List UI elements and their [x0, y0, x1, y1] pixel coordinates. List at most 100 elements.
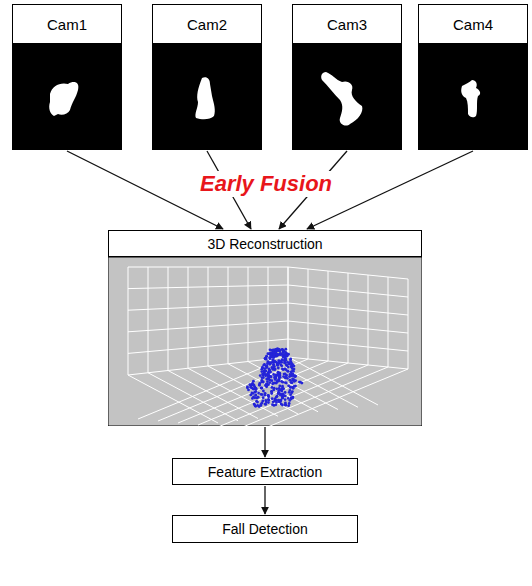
point	[283, 362, 286, 365]
point	[256, 401, 259, 404]
point	[265, 355, 268, 358]
point	[293, 385, 296, 388]
grid-line	[388, 277, 389, 367]
point	[274, 368, 277, 371]
point	[280, 403, 283, 406]
point	[259, 374, 262, 377]
point	[279, 389, 282, 392]
point	[246, 386, 249, 389]
point	[275, 399, 278, 402]
point	[268, 381, 271, 384]
silhouette-image	[12, 44, 122, 150]
point	[282, 394, 285, 397]
point	[249, 386, 252, 389]
point	[269, 348, 272, 351]
point	[287, 366, 290, 369]
point	[290, 396, 293, 399]
grid-line	[288, 285, 408, 297]
grid-line	[188, 267, 189, 368]
point	[298, 381, 301, 384]
camera-view: Cam1	[12, 4, 122, 150]
point	[268, 369, 271, 372]
person-silhouette	[461, 80, 480, 117]
point	[289, 358, 292, 361]
point	[266, 380, 269, 383]
point	[276, 395, 279, 398]
point	[287, 370, 290, 373]
point	[274, 361, 277, 364]
point	[275, 382, 278, 385]
point	[281, 368, 284, 371]
point	[253, 388, 256, 391]
point	[264, 392, 267, 395]
point	[271, 382, 274, 385]
point	[249, 394, 252, 397]
image-ground	[12, 44, 122, 150]
point	[289, 386, 292, 389]
point	[271, 366, 274, 369]
box-label: Cam4	[453, 16, 493, 33]
point	[271, 349, 274, 352]
floor-line	[138, 357, 288, 419]
point	[271, 403, 274, 406]
point	[293, 380, 296, 383]
grid-line	[288, 303, 408, 315]
grid-line	[308, 269, 309, 359]
point	[248, 383, 251, 386]
point	[284, 381, 287, 384]
box-label: Cam1	[47, 16, 87, 33]
box-header: Cam2	[152, 4, 262, 44]
reconstruction-panel: 3D Reconstruction	[108, 230, 422, 426]
point	[292, 364, 295, 367]
floor-line	[128, 375, 218, 423]
process-box: Feature Extraction	[172, 458, 358, 485]
point	[273, 368, 276, 371]
point	[291, 377, 294, 380]
point	[254, 405, 257, 408]
grid-line	[288, 339, 408, 351]
point	[262, 376, 265, 379]
person-silhouette	[321, 72, 362, 126]
point	[274, 349, 277, 352]
point	[276, 354, 279, 357]
point	[262, 373, 265, 376]
point	[273, 353, 276, 356]
point	[280, 359, 283, 362]
image-ground	[292, 44, 402, 150]
point	[287, 404, 290, 407]
grid-line	[128, 303, 288, 310]
floor-line	[158, 359, 308, 421]
silhouette-image	[152, 44, 262, 150]
point	[271, 397, 274, 400]
floor-line	[248, 362, 338, 410]
point	[252, 388, 255, 391]
silhouette-image	[292, 44, 402, 150]
point	[268, 369, 271, 372]
point	[281, 397, 284, 400]
point	[284, 403, 287, 406]
point	[279, 353, 282, 356]
point	[265, 355, 268, 358]
grid-line	[408, 279, 409, 369]
grid-line	[208, 267, 209, 366]
point	[283, 358, 286, 361]
box-header: Feature Extraction	[172, 458, 358, 485]
point	[291, 363, 294, 366]
point	[265, 378, 268, 381]
point	[252, 396, 255, 399]
point	[267, 374, 270, 377]
grid-line	[288, 267, 289, 357]
point	[277, 361, 280, 364]
point	[278, 362, 281, 365]
point	[280, 364, 283, 367]
point	[281, 381, 284, 384]
grid-line	[168, 267, 169, 371]
point	[261, 367, 264, 370]
grid-line	[128, 339, 288, 353]
point	[284, 373, 287, 376]
person-silhouette	[49, 82, 78, 116]
grid-line	[288, 321, 408, 333]
point	[262, 364, 265, 367]
point	[266, 365, 269, 368]
point	[279, 352, 282, 355]
